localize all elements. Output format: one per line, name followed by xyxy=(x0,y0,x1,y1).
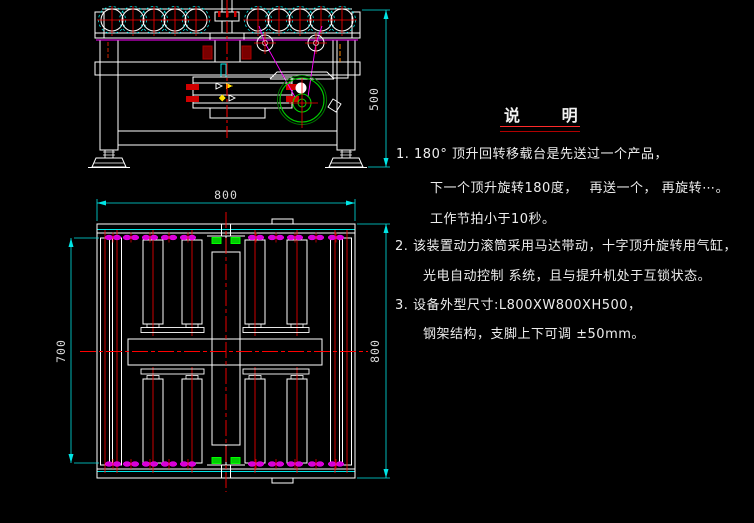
dimension-700-left: 700 xyxy=(54,237,99,464)
front-frame xyxy=(94,8,361,151)
idler-sprocket xyxy=(305,32,327,54)
front-view: 500 xyxy=(87,0,390,168)
dimension-800-top: 800 xyxy=(96,188,356,221)
note-line: 工作节拍小于10秒。 xyxy=(430,212,556,227)
cylinder-port-icon xyxy=(230,457,241,464)
cross-lift-platform xyxy=(127,224,323,478)
dim-label-plan-depth: 700 xyxy=(54,339,68,363)
notes-title: 说 明 xyxy=(504,106,596,125)
notes-title-underline xyxy=(500,126,580,132)
indicator-diamond-icon xyxy=(218,94,226,102)
direction-arrow-icon xyxy=(228,94,236,102)
cylinder-port-icon xyxy=(230,237,241,244)
lift-cylinder-assembly xyxy=(186,0,299,138)
cylinder-port-icon xyxy=(211,457,222,464)
direction-arrow-icon xyxy=(215,82,223,90)
note-line: 钢架结构，支脚上下可调 ±50mm。 xyxy=(423,327,645,342)
idler-sprocket xyxy=(254,32,276,54)
dim-label-plan-width: 800 xyxy=(214,188,238,202)
dim-label-plan-width-right: 800 xyxy=(368,339,382,363)
note-line: 3. 设备外型尺寸:L800XW800XH500， xyxy=(395,298,642,313)
dimension-500: 500 xyxy=(362,9,390,168)
dim-label-front-height: 500 xyxy=(367,87,381,111)
plan-chain-sprockets xyxy=(104,232,345,470)
plan-rollers xyxy=(100,229,352,474)
direction-arrow-icon xyxy=(226,83,233,89)
note-line: 2. 该装置动力滚筒采用马达带动，十字顶升旋转用气缸， xyxy=(395,239,738,254)
note-line: 1. 180° 顶升回转移载台是先送过一个产品， xyxy=(396,147,668,162)
drive-motor xyxy=(269,71,342,128)
dimension-800-right: 800 xyxy=(357,223,390,479)
note-line: 光电自动控制 系统，且与提升机处于互锁状态。 xyxy=(423,269,712,284)
plan-centerlines xyxy=(80,212,368,492)
motor-shaft-icon xyxy=(295,82,307,94)
plan-view: 800 700 800 xyxy=(54,188,390,492)
adjustable-feet xyxy=(87,149,368,168)
note-line: 下一个顶升旋转180度， 再送一个， 再旋转⋯。 xyxy=(430,181,730,196)
cylinder-port-icon xyxy=(211,237,222,244)
